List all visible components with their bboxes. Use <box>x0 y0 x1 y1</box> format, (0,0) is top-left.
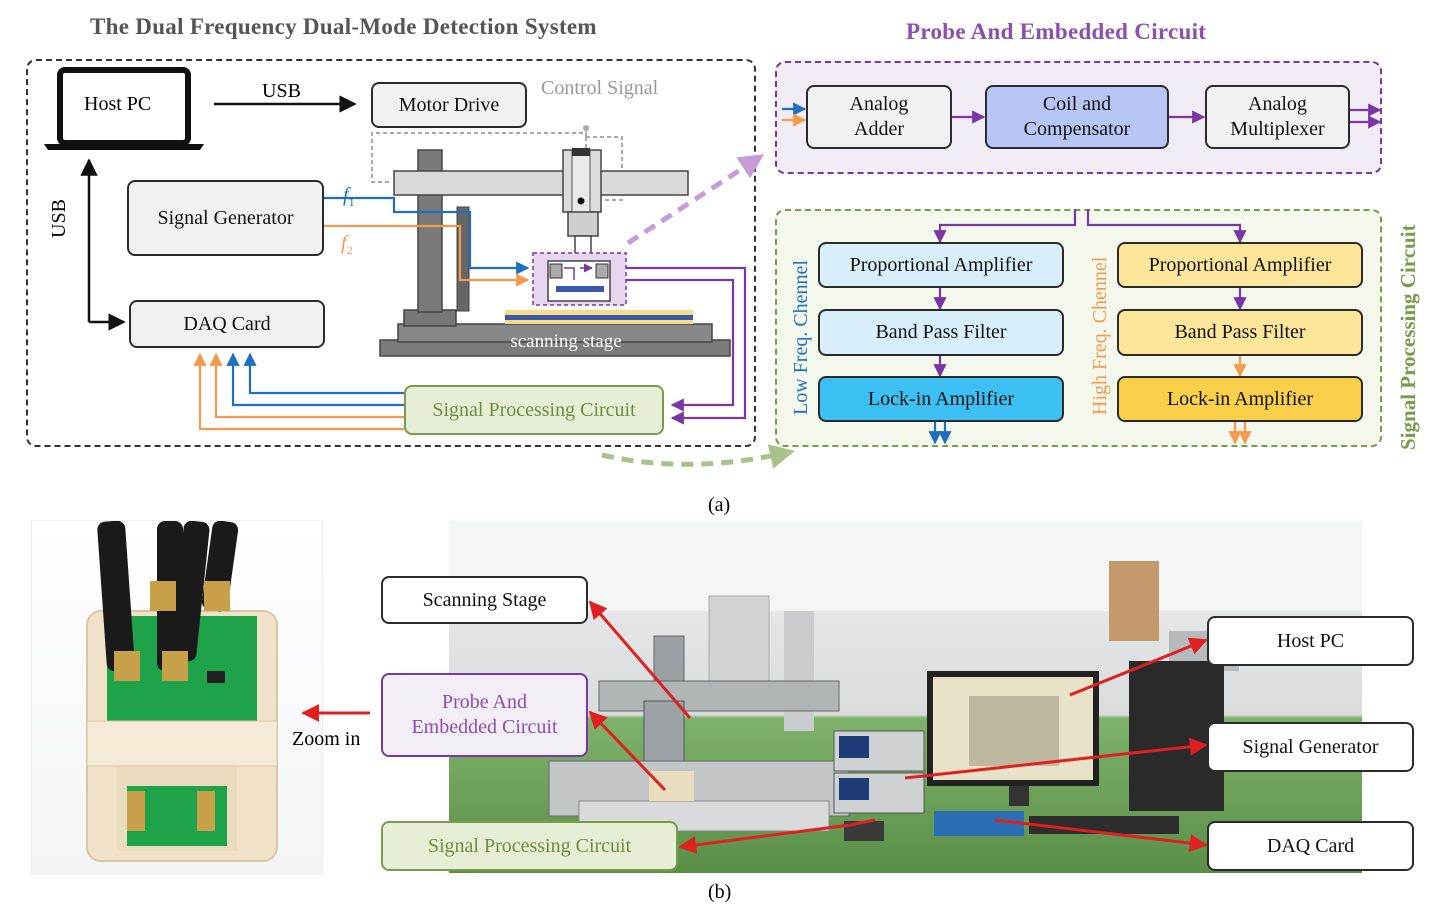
spc-label-box: Signal Processing Circuit <box>381 821 678 871</box>
low-lockin-box: Lock-in Amplifier <box>818 376 1064 422</box>
laptop-icon <box>44 67 204 150</box>
low-prop-amp-box: Proportional Amplifier <box>818 242 1064 288</box>
spc-side-title: Signal Processing Circuit <box>1396 224 1420 450</box>
motor-drive-box: Motor Drive <box>371 82 527 128</box>
usb-side-label: USB <box>48 199 70 238</box>
scanning-stage-text: scanning stage <box>510 331 621 352</box>
host-pc-label: Host PC <box>84 93 152 115</box>
system-title: The Dual Frequency Dual-Mode Detection S… <box>90 14 597 39</box>
f1-label: f1 <box>343 184 355 209</box>
lab-photo <box>449 521 1362 873</box>
high-prop-amp-box: Proportional Amplifier <box>1117 242 1363 288</box>
low-bandpass-box: Band Pass Filter <box>818 309 1064 356</box>
probe-title: Probe And Embedded Circuit <box>906 19 1207 44</box>
system-frame <box>26 59 756 447</box>
signal-generator-label-box: Signal Generator <box>1207 722 1414 772</box>
high-bandpass-box: Band Pass Filter <box>1117 309 1363 356</box>
daq-card-box: DAQ Card <box>129 300 325 348</box>
caption-a: (a) <box>708 494 731 516</box>
diagram-b-svg <box>301 600 1208 854</box>
high-lockin-box: Lock-in Amplifier <box>1117 376 1363 422</box>
probe-photo <box>31 520 323 875</box>
usb-top-label: USB <box>262 80 301 102</box>
daq-card-label-box: DAQ Card <box>1207 821 1414 871</box>
signal-processing-box: Signal Processing Circuit <box>404 385 664 435</box>
zoom-in-label: Zoom in <box>292 728 361 750</box>
signal-generator-box: Signal Generator <box>127 180 324 256</box>
caption-b: (b) <box>708 881 732 903</box>
gantry-drawing <box>379 148 731 357</box>
diagram-a-svg: scanning stage <box>44 67 1382 469</box>
control-signal-label: Control Signal <box>541 77 659 99</box>
f2-label: f2 <box>341 232 353 257</box>
low-freq-label: Low Freq. Chennel <box>790 260 812 415</box>
scanning-stage-label-box: Scanning Stage <box>381 576 588 624</box>
high-freq-label: High Freq. Chennel <box>1089 256 1111 415</box>
host-pc-label-box: Host PC <box>1207 616 1414 666</box>
